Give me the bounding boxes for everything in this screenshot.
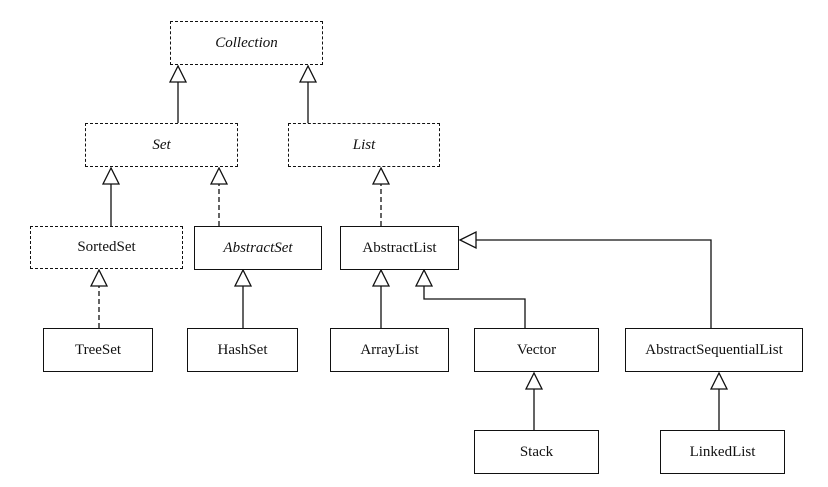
node-abstractset: AbstractSet — [194, 226, 322, 270]
node-list: List — [288, 123, 440, 167]
edge-vector-abstractlist — [423, 286, 526, 328]
arrowhead-sortedset — [89, 268, 109, 287]
arrowhead-vector — [524, 371, 544, 390]
node-linkedlist: LinkedList — [660, 430, 785, 474]
node-sortedset: SortedSet — [30, 226, 183, 269]
node-set: Set — [85, 123, 238, 167]
node-arraylist: ArrayList — [330, 328, 449, 372]
arrowhead-abstractlist-side — [458, 230, 477, 250]
node-hashset: HashSet — [187, 328, 298, 372]
arrowhead-list — [371, 166, 391, 185]
edge-asl-abstractlist — [476, 239, 712, 328]
arrowhead-set-left — [101, 166, 121, 185]
arrowhead-collection-right — [298, 64, 318, 83]
arrowhead-asl — [709, 371, 729, 390]
arrowhead-collection-left — [168, 64, 188, 83]
node-vector: Vector — [474, 328, 599, 372]
node-collection: Collection — [170, 21, 323, 65]
node-treeset: TreeSet — [43, 328, 153, 372]
node-abstractsequentiallist: AbstractSequentialList — [625, 328, 803, 372]
arrowhead-abstractlist-right — [414, 268, 434, 287]
arrowhead-set-right — [209, 166, 229, 185]
node-stack: Stack — [474, 430, 599, 474]
arrowhead-abstractset — [233, 268, 253, 287]
node-abstractlist: AbstractList — [340, 226, 459, 270]
arrowhead-abstractlist-left — [371, 268, 391, 287]
